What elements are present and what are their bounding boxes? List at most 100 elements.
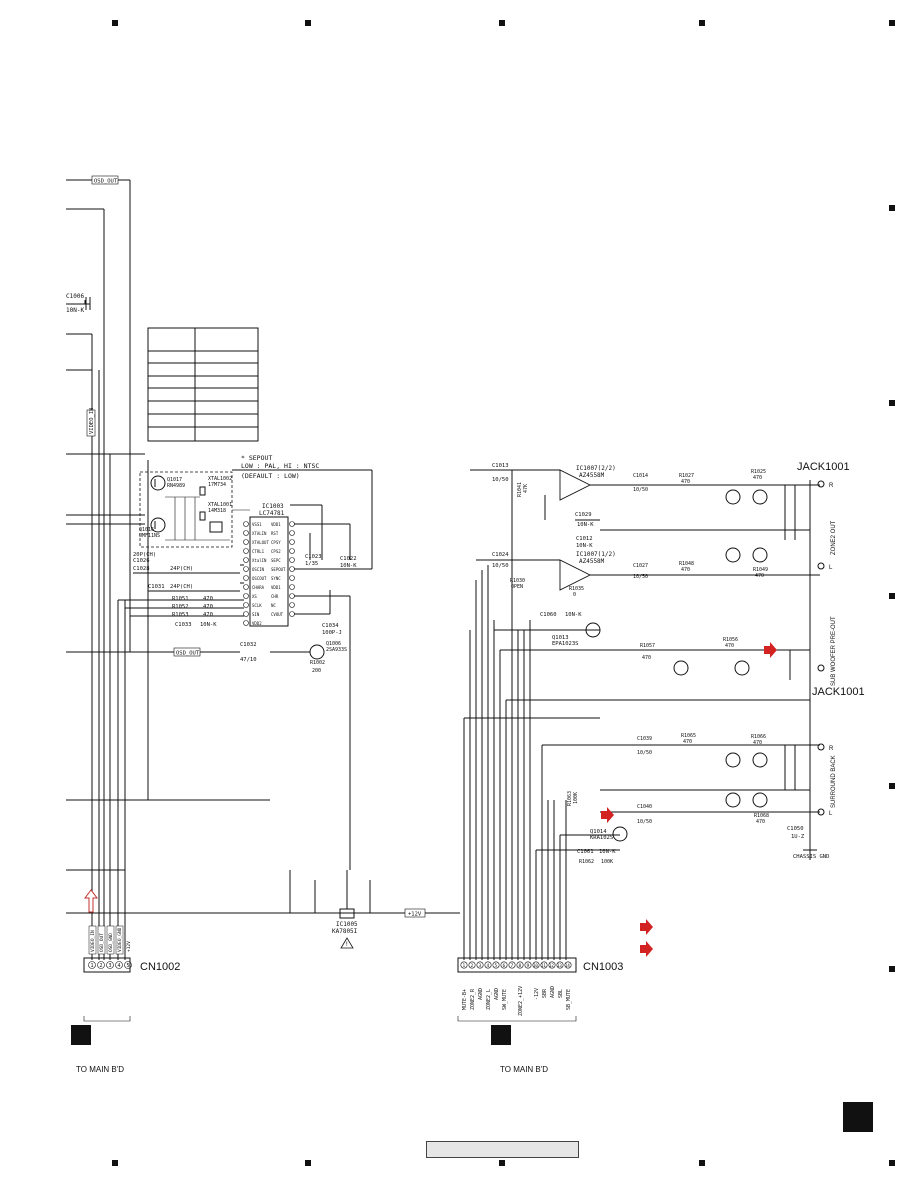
svg-text:CPS2: CPS2 [271, 549, 281, 554]
c1026-ref: C1026 [133, 558, 150, 564]
q1006-ref: Q1006 [326, 641, 341, 647]
c1033-val: 10N-K [200, 622, 217, 628]
net-osd-out-mid: OSD_OUT [173, 647, 201, 657]
ic1003: IC1003 LC74781 VSS1 XTALIN XTALOUT CTRL1… [232, 469, 373, 870]
r1025-val: 470 [753, 475, 762, 481]
jack-labels: JACK1001 JACK1001 R L R L ZONE2 OUT SUB … [797, 461, 865, 817]
net-osd-out-top: OSD_OUT [91, 175, 119, 185]
c1029-ref: C1029 [575, 512, 592, 518]
r1063-val: 100K [573, 792, 579, 804]
zone2-caps-in: C1013 10/50 C1024 10/50 R1041 47K [492, 463, 529, 569]
r1068-ref: R1068 [754, 813, 769, 819]
svg-text:SEPOUT: SEPOUT [271, 567, 286, 572]
r1056-ref: R1056 [723, 637, 738, 643]
c1032-ref: C1032 [240, 642, 257, 648]
cn1003-pins: 1 2 3 4 5 6 7 8 9 10 11 12 13 14 [460, 961, 572, 969]
r1062-ref: R1062 [579, 859, 594, 865]
q1016-part: UMF11NS [139, 533, 160, 539]
c1027-ref: C1027 [633, 563, 648, 569]
svg-text:11: 11 [541, 963, 546, 968]
r1035-ref: R1035 [569, 586, 584, 592]
c1061-ref: C1061 [577, 849, 594, 855]
c1061-val: 10N-K [599, 849, 616, 855]
ic1005: IC1005 KA7805I ! [289, 870, 371, 949]
xtal1001-val: 14M318 [208, 508, 226, 514]
r1056-val: 470 [725, 643, 734, 649]
to-main-1: TO MAIN B'D [76, 1065, 124, 1074]
xtal1002-ref: XTAL1002 [208, 476, 232, 482]
svg-text:VDD1: VDD1 [271, 522, 281, 527]
svg-text:SB_MUTE: SB_MUTE [566, 989, 572, 1010]
svg-text:CHR: CHR [271, 594, 279, 599]
cn1002: CN1002 1 2 3 4 5 VIDEO_IN OSD_OUT OSD_GN… [71, 925, 180, 1074]
r1053-ref: R1053 [172, 612, 189, 618]
svg-text:+12V: +12V [126, 941, 132, 952]
ic1007a-ref: IC1007(2/2) [576, 465, 616, 472]
r1041-val: 47K [523, 484, 529, 493]
c1029-val: 10N-K [577, 522, 594, 528]
page-marker-box [843, 1102, 873, 1132]
svg-text:XtalIN: XtalIN [252, 558, 267, 563]
svg-text:1: 1 [91, 963, 94, 969]
r1049-ref: R1049 [753, 567, 768, 573]
c1006-ref: C1006 [66, 293, 84, 300]
c1013-ref: C1013 [492, 463, 509, 469]
r1052-val: 470 [203, 604, 213, 610]
r1002-ref: R1002 [310, 660, 325, 666]
r1065-ref: R1065 [681, 733, 696, 739]
c1028-ref: C1028 [133, 566, 150, 572]
svg-text:SBR: SBR [542, 988, 548, 998]
r1066-val: 470 [753, 740, 762, 746]
c1050-ref: C1050 [787, 826, 804, 832]
svg-text:CPSY: CPSY [271, 540, 281, 545]
xtal1001-ref: XTAL1001 [208, 502, 232, 508]
svg-text:1: 1 [463, 963, 466, 969]
c1040-ref: C1040 [637, 804, 652, 810]
red-arrow-icon [601, 807, 614, 823]
sep-note-2: LOW : PAL, HI : NTSC [241, 462, 319, 470]
ic1005-part: KA7805I [332, 928, 358, 935]
c1031-ref: C1031 [148, 584, 165, 590]
svg-text:ZONE2_+12V: ZONE2_+12V [518, 986, 524, 1016]
svg-text:OSD_GND: OSD_GND [108, 933, 114, 952]
q1013: Q1013 EPA1023S C1060 10N-K [540, 612, 601, 647]
svg-text:OSD_OUT: OSD_OUT [99, 933, 105, 952]
cn1002-label: CN1002 [140, 961, 180, 973]
svg-text:SIN: SIN [252, 612, 260, 617]
r1065-val: 470 [683, 739, 692, 745]
r1062-val: 100K [601, 859, 613, 865]
svg-text:OSCIN: OSCIN [252, 567, 265, 572]
c1039-val: 10/50 [637, 750, 652, 756]
r1027-ref: R1027 [679, 473, 694, 479]
red-arrow-icons [601, 642, 777, 957]
c1034-ref: C1034 [322, 623, 339, 629]
c1024-ref: C1024 [492, 552, 509, 558]
svg-text:CVOUT: CVOUT [271, 612, 284, 617]
video-in-label: VIDEO_IN [89, 408, 95, 435]
r1041-ref: R1041 [517, 482, 523, 497]
r1030-val: OPEN [511, 584, 523, 590]
svg-text:XS: XS [252, 594, 257, 599]
osc-block: Q1017 RN4989 Q1016 UMF11NS XTAL1002 17M7… [139, 471, 250, 548]
c1026-val: 20P(CH) [133, 552, 156, 558]
jack-mid-label: JACK1001 [812, 686, 865, 698]
svg-text:!: ! [345, 941, 349, 948]
svg-text:ZONE2_R: ZONE2_R [470, 988, 476, 1010]
subwoofer-stage: R1057 470 R1056 470 [500, 637, 825, 680]
cn1003-label: CN1003 [583, 961, 623, 973]
plus12v-label: +12V [408, 912, 422, 918]
c1022-ref: C1022 [340, 556, 357, 562]
sep-note: * SEPOUT LOW : PAL, HI : NTSC (DEFAULT :… [241, 454, 319, 480]
q1014: Q1014 KRA102S C1061 10N-K R1062 100K [577, 826, 628, 865]
r1002-val: 200 [312, 668, 321, 674]
svg-text:OSCOUT: OSCOUT [252, 576, 267, 581]
ic1007a-part: AZ4558M [579, 472, 605, 479]
svg-text:10: 10 [533, 963, 538, 968]
r1049-val: 470 [755, 573, 764, 579]
r1027-val: 470 [681, 479, 690, 485]
svg-text:4: 4 [487, 963, 490, 969]
c1023-ref: C1023 [305, 554, 322, 560]
q1013-ref: Q1013 [552, 635, 569, 641]
svg-text:AGND: AGND [478, 988, 484, 1000]
